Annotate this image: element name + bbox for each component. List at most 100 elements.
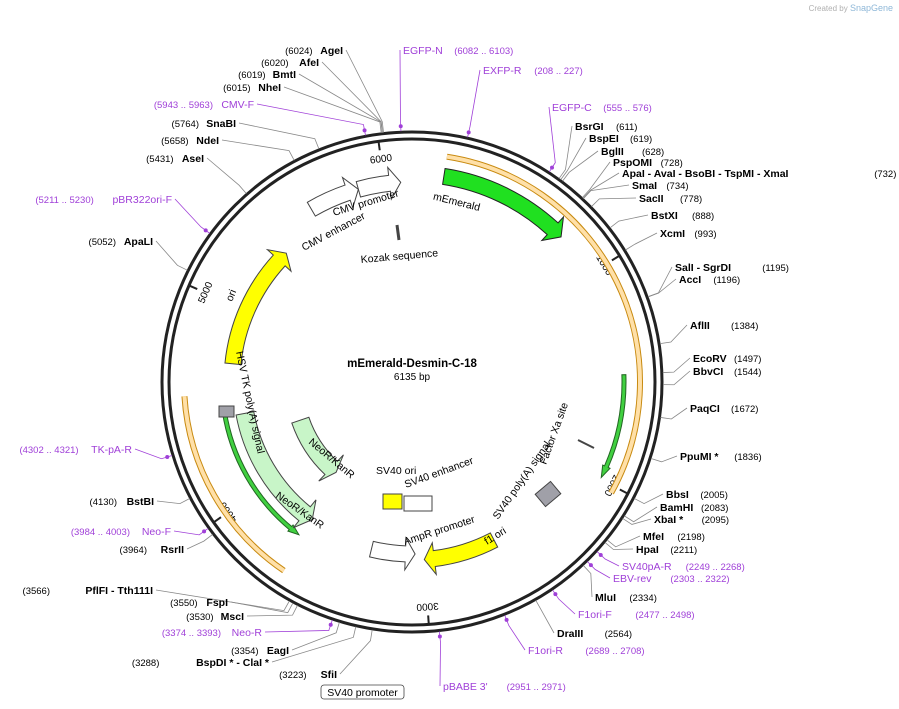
- enzyme-snabi-leader: [238, 122, 320, 150]
- enzyme-acci-label: AccI: [679, 274, 701, 286]
- enzyme-pflfi-leader: [155, 589, 290, 612]
- enzyme-bbsi-label: BbsI: [666, 489, 689, 501]
- enzyme-asei-pos: (5431): [146, 154, 173, 165]
- enzyme-xbai-pos: (2095): [702, 515, 729, 526]
- primer-exfp-r-pos: (208 .. 227): [534, 66, 583, 77]
- snapgene-credit: Created by SnapGene: [809, 3, 893, 13]
- primer-f1ori-r-pos: (2689 .. 2708): [585, 646, 644, 657]
- primer-tk-pa-r-marker: [165, 454, 170, 459]
- feature-mark-kozak: [395, 224, 401, 241]
- primer-neo-f-pos: (3984 .. 4003): [71, 527, 130, 538]
- enzyme-bbsi-pos: (2005): [700, 490, 727, 501]
- enzyme-afei-label: AfeI: [299, 57, 319, 69]
- enzyme-bspei-leader: [560, 137, 587, 181]
- enzyme-pspomi-label: PspOMI: [613, 157, 652, 169]
- primer-egfp-n-label: EGFP-N: [403, 45, 443, 57]
- primer-egfp-c-marker: [550, 165, 555, 170]
- enzyme-bbvci-pos: (1544): [734, 367, 761, 378]
- enzyme-ndei-leader: [221, 139, 295, 161]
- enzyme-apali-pos: (5052): [89, 237, 116, 248]
- enzyme-xbai-leader: [622, 518, 652, 525]
- enzyme-xbai-label: XbaI *: [654, 514, 684, 526]
- feature-box-hsv-tk: [218, 405, 235, 418]
- feature-mark-factor-xa: [577, 439, 595, 449]
- enzyme-rsrii-pos: (3964): [120, 545, 147, 556]
- primer-pbabe-3-pos: (2951 .. 2971): [507, 682, 566, 693]
- enzyme-smai-label: SmaI: [632, 180, 657, 192]
- enzyme-bstbi-pos: (4130): [90, 497, 117, 508]
- primer-cmv-f-marker: [362, 128, 367, 133]
- enzyme-mfei-pos: (2198): [677, 532, 704, 543]
- enzyme-aflii-label: AflII: [690, 320, 710, 332]
- enzyme-xcmi-leader: [625, 232, 658, 251]
- primer-egfp-c-pos: (555 .. 576): [603, 103, 652, 114]
- primer-egfp-n-marker: [398, 124, 403, 129]
- enzyme-ndei-label: NdeI: [196, 135, 219, 147]
- enzyme-bspdi-pos: (3288): [132, 658, 159, 669]
- enzyme-xcmi-pos: (993): [694, 229, 716, 240]
- primer-cmv-f-pos: (5943 .. 5963): [154, 100, 213, 111]
- tick-5000: [187, 284, 198, 290]
- enzyme-bbvci-leader: [662, 370, 691, 386]
- enzyme-mfei-leader: [606, 535, 641, 548]
- enzyme-bmti-label: BmtI: [273, 69, 296, 81]
- enzyme-msci-leader: [246, 605, 298, 617]
- enzyme-mlui-label: MluI: [595, 592, 616, 604]
- enzyme-bmti-pos: (6019): [238, 70, 265, 81]
- enzyme-fspi-pos: (3550): [170, 598, 197, 609]
- enzyme-bamhi-label: BamHI: [660, 502, 693, 514]
- enzyme-afei-pos: (6020): [261, 58, 288, 69]
- tick-3000: [427, 615, 430, 626]
- enzyme-xcmi-label: XcmI: [660, 228, 685, 240]
- feature-arrow-neokanr-inner: [291, 416, 344, 482]
- enzyme-ppumi-label: PpuMI *: [680, 451, 719, 463]
- enzyme-pflfi-label: PflFI - Tth111I: [85, 585, 153, 597]
- primer-f1ori-f-label: F1ori-F: [578, 609, 612, 621]
- enzyme-bamhi-pos: (2083): [701, 503, 728, 514]
- enzyme-paqci-pos: (1672): [731, 404, 758, 415]
- feature-label-memerald: mEmerald: [432, 191, 481, 214]
- enzyme-hpai-label: HpaI: [636, 544, 659, 556]
- feature-band-neokanr: [182, 396, 286, 573]
- enzyme-bmti-leader: [298, 73, 383, 133]
- enzyme-sacii-label: SacII: [639, 193, 664, 205]
- enzyme-rsrii-leader: [186, 534, 213, 550]
- primer-cmv-f-label: CMV-F: [221, 99, 254, 111]
- primer-pbr322ori-f-marker: [203, 228, 208, 233]
- backbone-inner-ring: [167, 137, 657, 627]
- enzyme-draiii-label: DraIII: [557, 628, 583, 640]
- enzyme-sfii-label: SfiI: [321, 669, 337, 681]
- enzyme-asei-leader: [206, 157, 247, 194]
- tick-label-6000: 6000: [369, 153, 393, 167]
- enzyme-msci-label: MscI: [221, 611, 244, 623]
- feature-arrow-ori: [224, 248, 292, 366]
- enzyme-apali-label: ApaLI: [124, 236, 153, 248]
- primer-neo-r-label: Neo-R: [232, 627, 263, 639]
- enzyme-bstxi-leader: [609, 214, 649, 229]
- primer-ebv-rev-marker: [588, 563, 593, 568]
- primer-neo-f-label: Neo-F: [142, 526, 171, 538]
- enzyme-apali-leader: [155, 240, 188, 271]
- enzyme-mlui-leader: [583, 565, 593, 598]
- credit-brand: SnapGene: [849, 3, 893, 13]
- primer-pbr322ori-f-leader: [174, 198, 210, 234]
- primer-pbr322ori-f-label: pBR322ori-F: [112, 194, 172, 206]
- primer-pbabe-3-leader: [438, 631, 441, 687]
- enzyme-ecorv-pos: (1497): [734, 354, 761, 365]
- enzyme-bstxi-label: BstXI: [651, 210, 678, 222]
- sv40-promoter-box: [320, 684, 405, 700]
- primer-ebv-rev-pos: (2303 .. 2322): [670, 574, 729, 585]
- enzyme-bamhi-leader: [624, 506, 658, 523]
- enzyme-eagi-leader: [291, 622, 340, 651]
- feature-box-sv40-enhancer: [403, 495, 433, 512]
- enzyme-paqci-leader: [660, 407, 688, 420]
- tick-1000: [611, 254, 621, 262]
- feature-arrow-neokanr-outer: [235, 411, 317, 529]
- enzyme-smai-pos: (734): [666, 181, 688, 192]
- enzyme-hpai-pos: (2211): [670, 545, 697, 556]
- enzyme-pspomi-pos: (728): [661, 158, 683, 169]
- enzyme-nhei-leader: [283, 86, 382, 133]
- primer-egfp-c-label: EGFP-C: [552, 102, 592, 114]
- enzyme-mfei-label: MfeI: [643, 531, 664, 543]
